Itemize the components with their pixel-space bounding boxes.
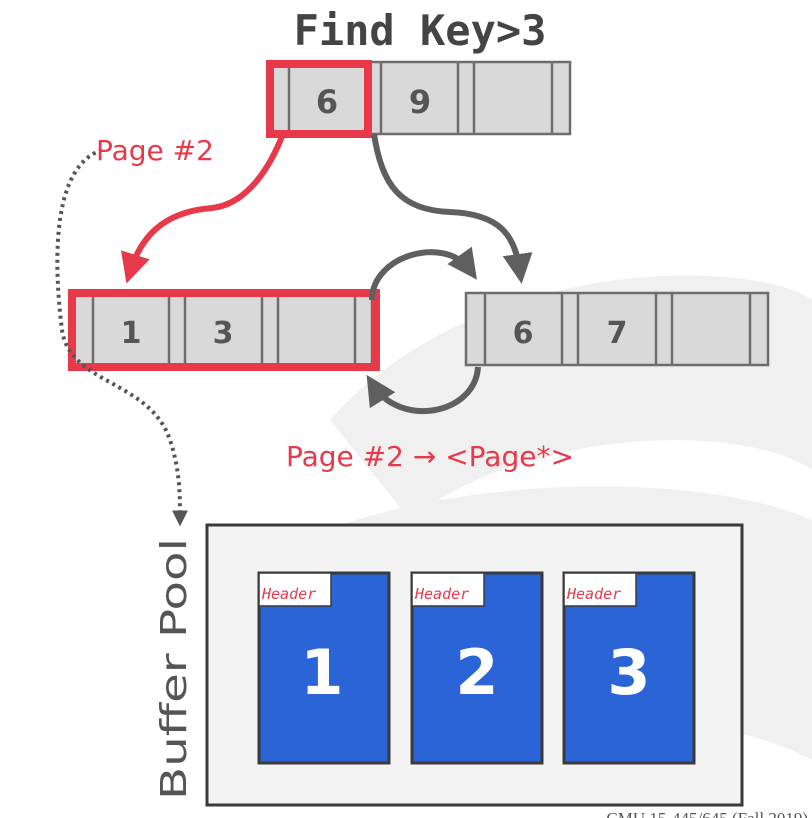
buffer-pool-dotted-arrow bbox=[55, 148, 188, 527]
root-node: 6 9 bbox=[266, 60, 572, 136]
sibling-next-arrow bbox=[369, 246, 477, 301]
gray-child-pointer-arrow bbox=[371, 133, 533, 284]
buffer-pool: Buffer Pool Header 1 Header 2 Header 3 bbox=[154, 523, 744, 807]
page-label: Page #2 bbox=[96, 134, 214, 167]
left-leaf-highlight bbox=[68, 289, 380, 371]
page-header-box bbox=[258, 572, 332, 607]
buffer-page-2: Header 2 bbox=[410, 571, 544, 765]
page-header-box bbox=[563, 572, 637, 607]
buffer-page-1: Header 1 bbox=[257, 571, 391, 765]
right-leaf-key-1: 6 bbox=[513, 316, 534, 351]
left-leaf-node: 1 3 bbox=[70, 291, 374, 367]
page-number: 3 bbox=[607, 636, 650, 709]
buffer-page-3: Header 3 bbox=[562, 571, 696, 765]
right-leaf-key-2: 7 bbox=[607, 316, 628, 351]
left-leaf-key-1: 1 bbox=[121, 316, 142, 351]
page-number: 1 bbox=[300, 636, 343, 709]
left-leaf-key-2: 3 bbox=[213, 316, 234, 351]
buffer-pool-label: Buffer Pool bbox=[154, 538, 195, 800]
page-header-box bbox=[411, 572, 485, 607]
root-key-2: 9 bbox=[409, 83, 431, 121]
root-key-highlight bbox=[266, 60, 372, 138]
right-leaf-node: 6 7 bbox=[464, 291, 770, 367]
mapping-label: Page #2 → <Page*> bbox=[286, 440, 574, 473]
red-child-pointer-arrow bbox=[121, 132, 286, 284]
page-header-label: Header bbox=[414, 585, 469, 603]
root-key-1: 6 bbox=[316, 83, 338, 121]
footer-course-label: CMU 15-445/645 (Fall 2019) bbox=[606, 809, 808, 818]
page-title: Find Key>3 bbox=[294, 6, 547, 55]
page-header-label: Header bbox=[566, 585, 621, 603]
page-number: 2 bbox=[455, 636, 498, 709]
page-header-label: Header bbox=[261, 585, 316, 603]
sibling-prev-arrow bbox=[366, 366, 481, 415]
